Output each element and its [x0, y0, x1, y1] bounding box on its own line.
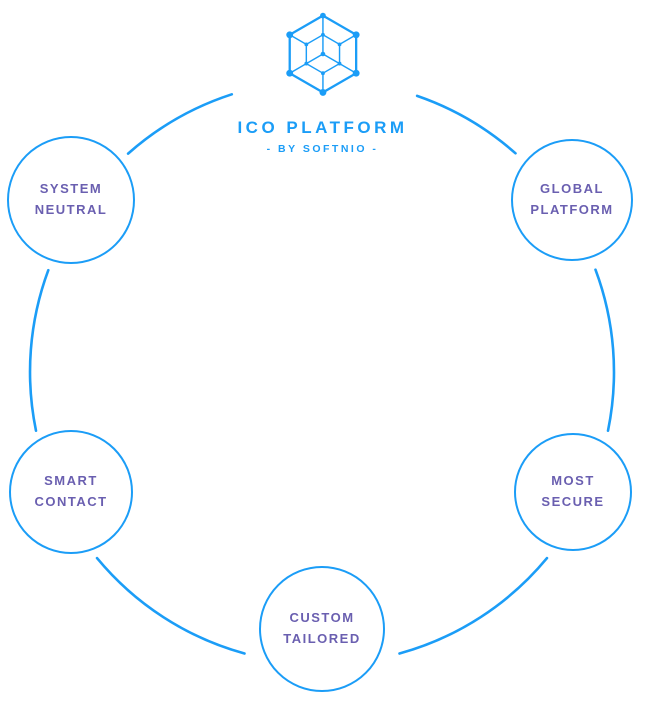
diagram-title: ICO PLATFORM: [237, 118, 408, 137]
ring-arc: [415, 94, 517, 155]
node-smart-contact: SMART CONTACT: [9, 430, 133, 554]
ring-arc: [28, 268, 50, 432]
node-label-most-secure: MOST SECURE: [541, 473, 605, 509]
node-label-global-platform: GLOBAL PLATFORM: [530, 181, 614, 217]
node-custom-tailored: CUSTOM TAILORED: [259, 566, 385, 692]
ring-arc: [126, 93, 234, 155]
node-global-platform: GLOBAL PLATFORM: [511, 139, 633, 261]
hexagon-network-icon: [285, 12, 360, 96]
ring-arc: [594, 268, 616, 432]
diagram-subtitle: - BY SOFTNIO -: [266, 143, 379, 155]
diagram-header: ICO PLATFORM - BY SOFTNIO -: [237, 6, 407, 155]
node-label-smart-contact: SMART CONTACT: [34, 473, 108, 509]
node-system-neutral: SYSTEM NEUTRAL: [7, 136, 135, 264]
node-most-secure: MOST SECURE: [514, 433, 632, 551]
ring-arc: [398, 556, 549, 655]
node-label-system-neutral: SYSTEM NEUTRAL: [34, 181, 108, 217]
node-label-custom-tailored: CUSTOM TAILORED: [283, 610, 361, 646]
ring-arc: [95, 556, 246, 655]
